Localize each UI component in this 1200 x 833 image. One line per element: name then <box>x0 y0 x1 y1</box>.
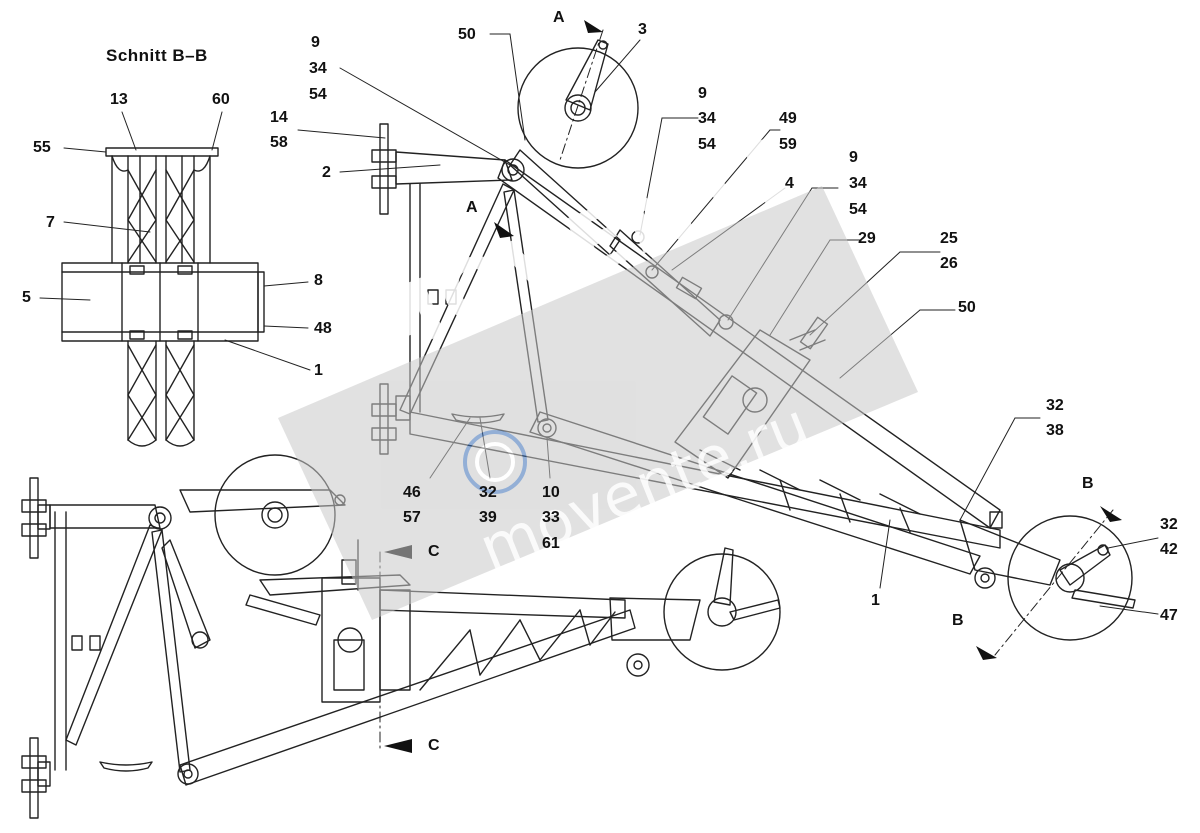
marker-c-top: C <box>428 543 440 560</box>
label-1-main: 1 <box>871 592 880 609</box>
section-b-b-detail <box>61 147 265 447</box>
label-10-line3: 61 <box>542 535 560 552</box>
label-1-detail: 1 <box>314 362 323 379</box>
label-9c-line3: 54 <box>849 201 867 218</box>
marker-b-top: B <box>1082 475 1094 492</box>
label-49-line2: 59 <box>779 136 797 153</box>
label-25-line1: 25 <box>940 230 958 247</box>
section-lines <box>379 29 1114 749</box>
label-32c-line1: 32 <box>479 484 497 501</box>
label-49-line1: 49 <box>779 110 797 127</box>
label-29: 29 <box>858 230 876 247</box>
section-title: Schnitt B–B <box>106 46 208 65</box>
label-50-top: 50 <box>458 26 476 43</box>
label-60: 60 <box>212 91 230 108</box>
label-14-line1: 14 <box>270 109 288 126</box>
label-46-line2: 57 <box>403 509 421 526</box>
watermark <box>278 186 918 620</box>
label-55: 55 <box>33 139 51 156</box>
label-13: 13 <box>110 91 128 108</box>
label-9b-line2: 34 <box>698 110 716 127</box>
label-32c-line2: 39 <box>479 509 497 526</box>
label-32b-line2: 42 <box>1160 541 1178 558</box>
arrow-a-top <box>584 20 603 33</box>
label-9a-line1: 9 <box>311 34 320 51</box>
label-9b-line3: 54 <box>698 136 716 153</box>
label-9a-line3: 54 <box>309 86 327 103</box>
label-9b-line1: 9 <box>698 85 707 102</box>
label-2: 2 <box>322 164 331 181</box>
label-10-line1: 10 <box>542 484 560 501</box>
label-10-line2: 33 <box>542 509 560 526</box>
label-3: 3 <box>638 21 647 38</box>
label-32a-line2: 38 <box>1046 422 1064 439</box>
label-8: 8 <box>314 272 323 289</box>
marker-c-bottom: C <box>428 737 440 754</box>
label-46-line1: 46 <box>403 484 421 501</box>
label-32b-line1: 32 <box>1160 516 1178 533</box>
label-47: 47 <box>1160 607 1178 624</box>
arrow-b-bottom <box>976 646 997 660</box>
label-50-right: 50 <box>958 299 976 316</box>
label-25-line2: 26 <box>940 255 958 272</box>
arrow-c-bottom <box>384 739 412 753</box>
label-4: 4 <box>785 175 794 192</box>
label-32a-line1: 32 <box>1046 397 1064 414</box>
label-5: 5 <box>22 289 31 306</box>
arrow-b-top <box>1100 506 1122 522</box>
label-7: 7 <box>46 214 55 231</box>
label-48: 48 <box>314 320 332 337</box>
marker-a-top: A <box>553 9 565 26</box>
label-9c-line2: 34 <box>849 175 867 192</box>
marker-b-bottom: B <box>952 612 964 629</box>
label-14-line2: 58 <box>270 134 288 151</box>
arrow-a-mid <box>494 222 514 238</box>
label-9a-line2: 34 <box>309 60 327 77</box>
marker-a-mid: A <box>466 199 478 216</box>
label-9c-line1: 9 <box>849 149 858 166</box>
